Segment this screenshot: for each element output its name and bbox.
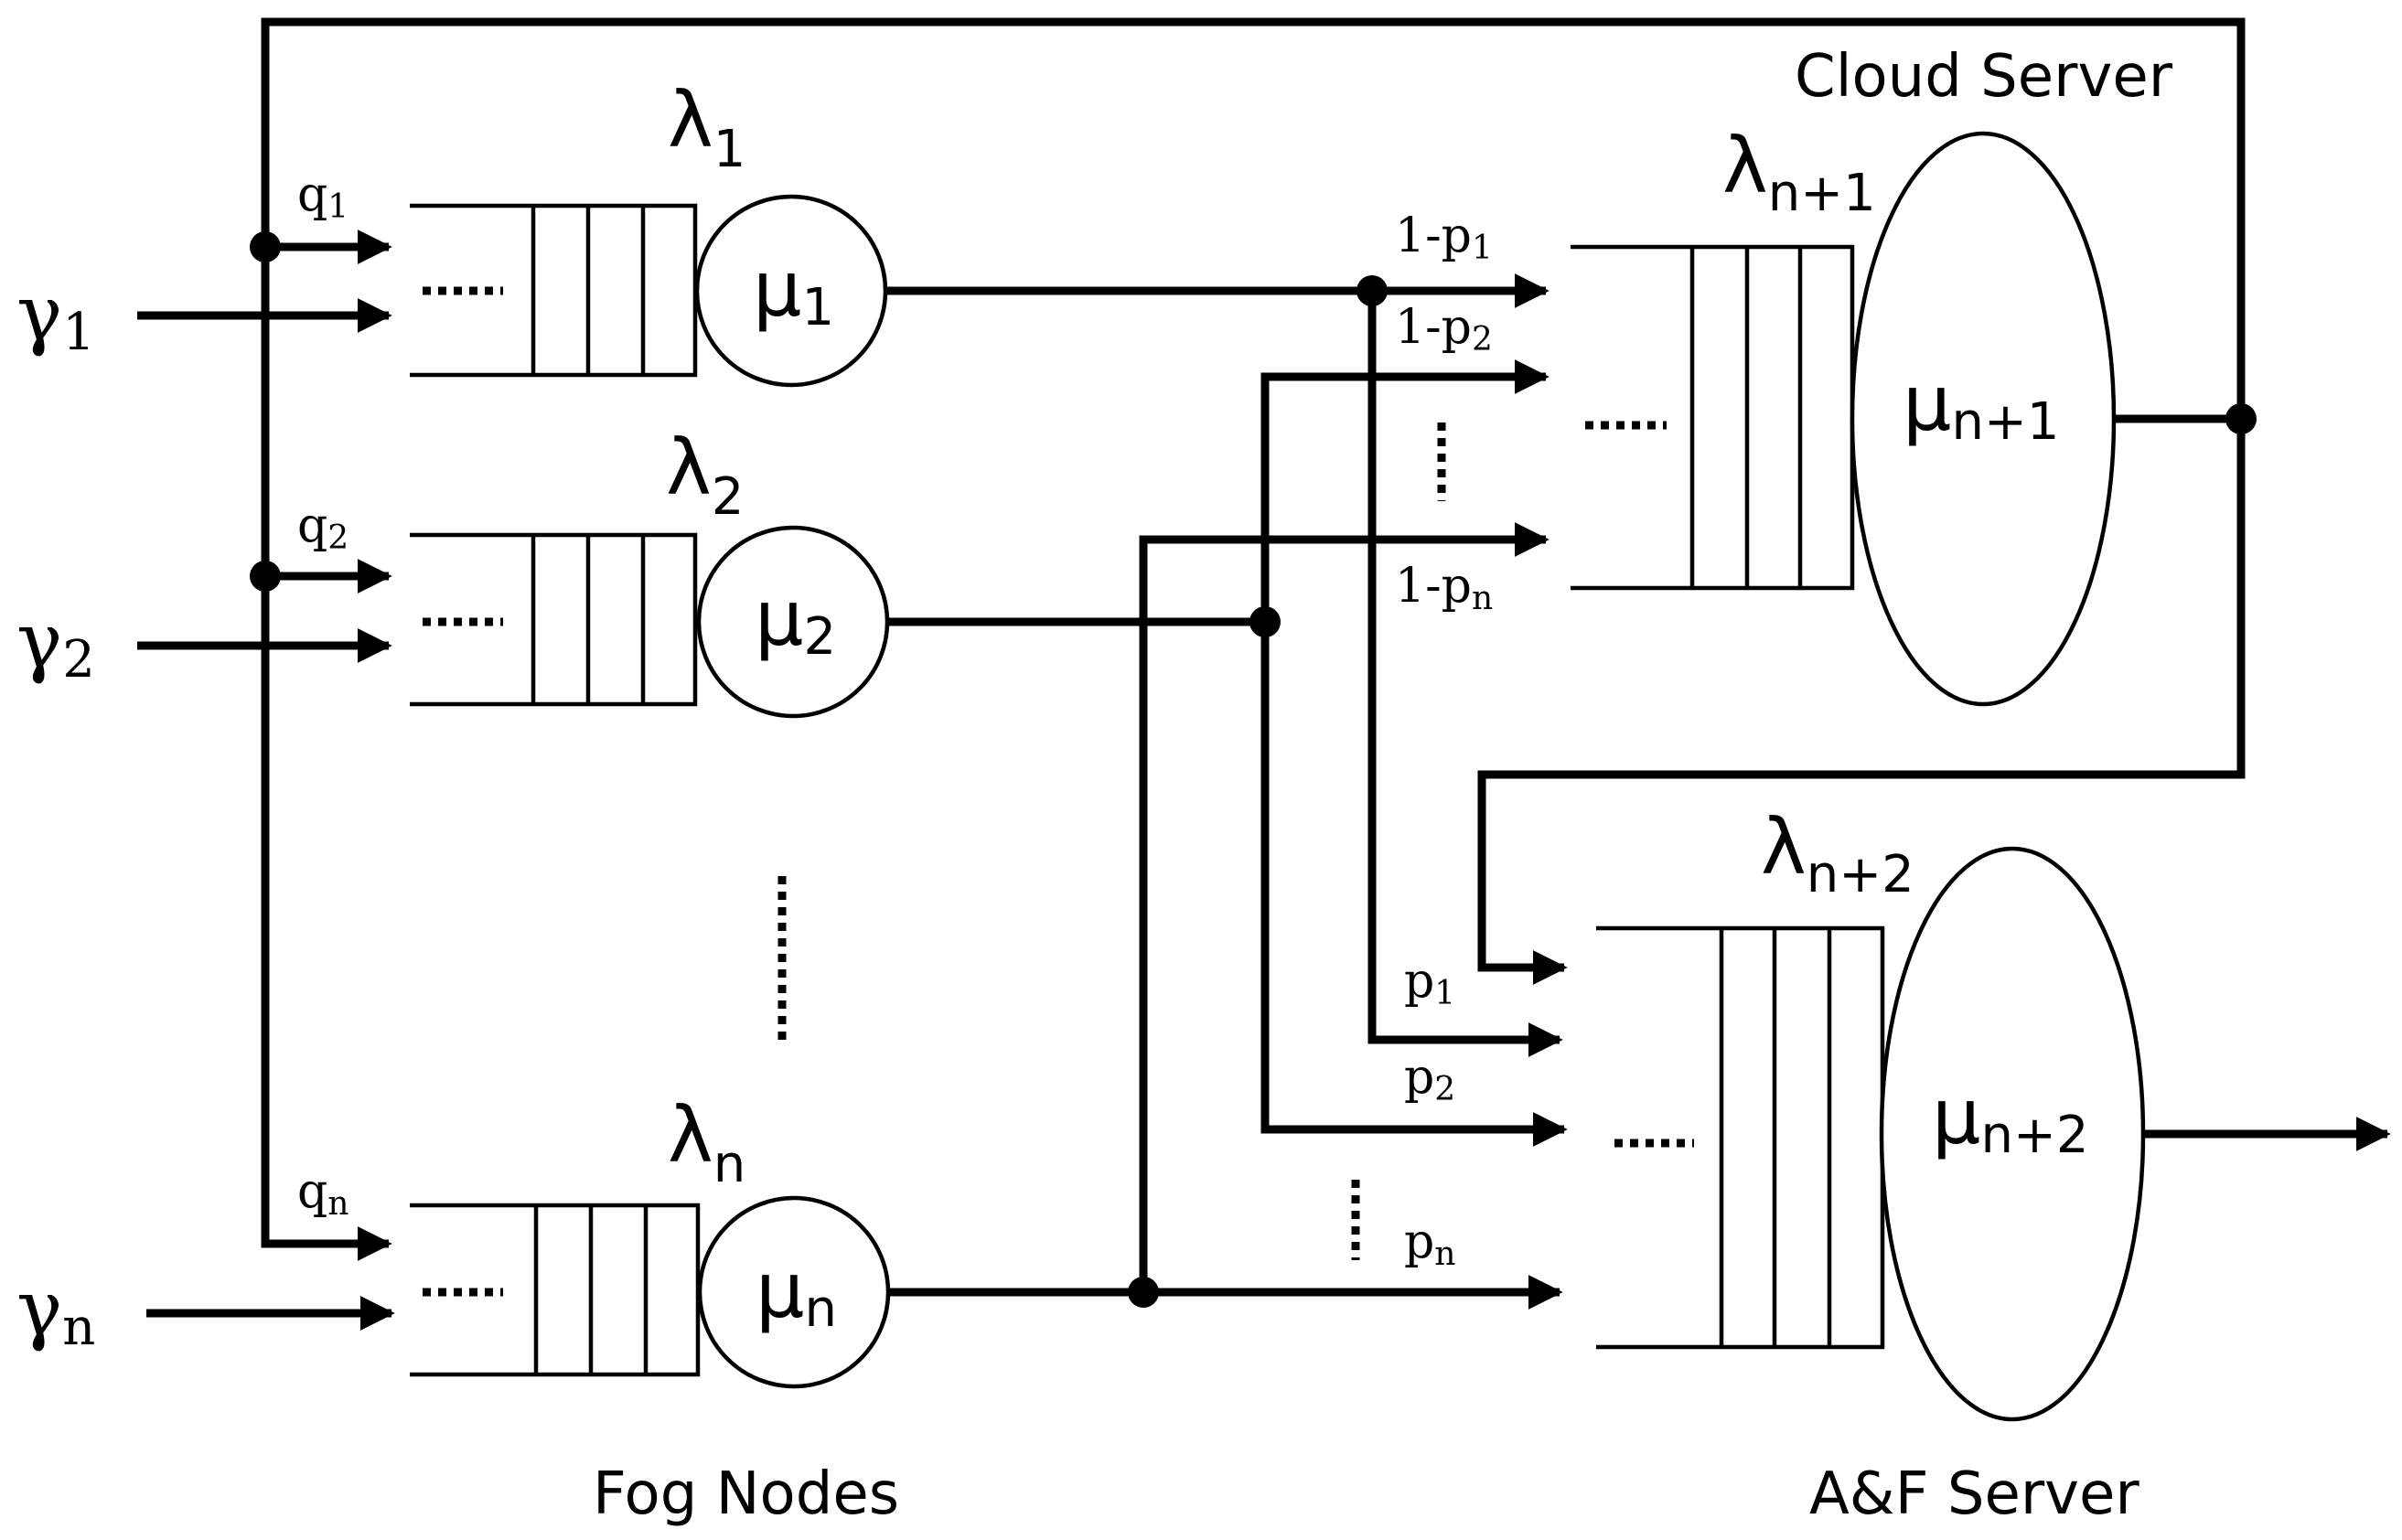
- route-label-1mp1: 1-p1: [1395, 209, 1493, 267]
- cloud-server-label: Cloud Server: [1795, 43, 2173, 111]
- junction-node1: [1356, 275, 1388, 306]
- route-label-1mp2: 1-p2: [1395, 300, 1493, 358]
- feedback-loop-to-fog: [261, 17, 2246, 1261]
- cloud-queue: [1571, 244, 1855, 591]
- mu-2-label: μ2: [755, 573, 836, 667]
- af-queue: [1596, 925, 1885, 1350]
- junction-node2: [1249, 606, 1281, 637]
- af-server-label: A&F Server: [1809, 1460, 2139, 1528]
- junction-q2: [250, 561, 281, 592]
- fog-nodes-label: Fog Nodes: [593, 1460, 899, 1528]
- route-n-to-cloud: [1139, 522, 1550, 1292]
- route-1-to-af: [1367, 291, 1563, 1057]
- fog-queue-n: [410, 1203, 701, 1377]
- route-label-p1: p1: [1404, 954, 1455, 1012]
- mu-n-label: μn: [756, 1246, 837, 1339]
- fog-queue-1: [410, 203, 698, 378]
- junction-cloud-output: [2225, 403, 2257, 434]
- cloud-server: [1850, 131, 2117, 707]
- cloud-to-af-link: [1477, 419, 2246, 985]
- mu-1-label: μ1: [753, 244, 834, 337]
- q-n-label: qn: [297, 1164, 349, 1223]
- junction-noden: [1128, 1277, 1159, 1308]
- junction-q1: [250, 231, 281, 262]
- gamma-1-label: γ1: [16, 269, 95, 362]
- lambda-cloud-label: λn+1: [1722, 121, 1876, 223]
- mu-cloud-label: μn+1: [1903, 358, 2060, 452]
- fog-queue-2: [410, 532, 698, 707]
- route-label-1mpn: 1-pn: [1395, 559, 1493, 617]
- route-label-p2: p2: [1404, 1050, 1455, 1108]
- route-2-to-af: [1260, 622, 1568, 1147]
- lambda-af-label: λn+2: [1761, 802, 1914, 904]
- route-label-pn: pn: [1404, 1214, 1455, 1273]
- lambda-1-label: λ1: [668, 75, 745, 179]
- lambda-2-label: λ2: [666, 422, 744, 527]
- mu-af-label: μn+2: [1932, 1072, 2089, 1165]
- gamma-2-label: γ2: [16, 596, 95, 690]
- gamma-n-label: γn: [16, 1264, 95, 1357]
- q-2-label: q2: [297, 498, 349, 557]
- q-1-label: q1: [297, 167, 349, 226]
- lambda-n-label: λn: [668, 1090, 745, 1194]
